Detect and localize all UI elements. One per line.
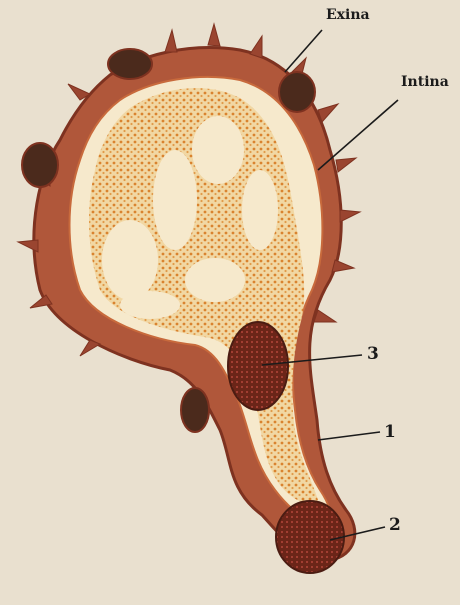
- label-2: 2: [389, 515, 401, 535]
- label-3: 3: [367, 344, 379, 364]
- label-intina: Intina: [401, 74, 449, 90]
- nucleus-2: [276, 501, 344, 573]
- nucleus-3: [228, 322, 288, 410]
- leader-1: [318, 432, 380, 440]
- label-exina: Exina: [326, 7, 370, 23]
- label-1: 1: [384, 422, 396, 442]
